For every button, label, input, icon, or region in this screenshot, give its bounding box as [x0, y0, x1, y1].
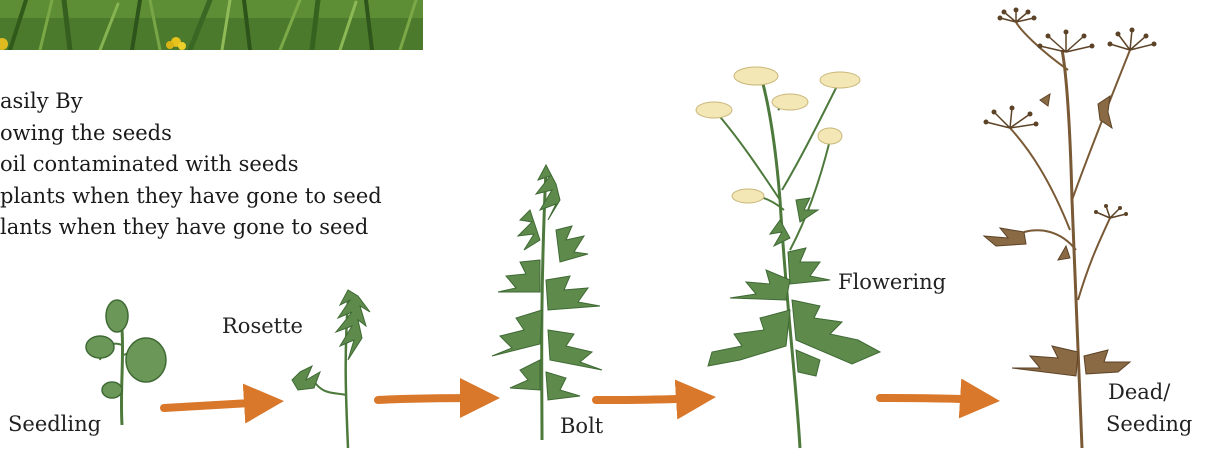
stage-label-bolt: Bolt [560, 414, 603, 438]
stage-label-seedling: Seedling [8, 412, 101, 436]
stage-label-flowering: Flowering [838, 270, 946, 294]
arrow-bolt-to-flowering [596, 398, 700, 400]
rosette-plant [292, 290, 370, 448]
arrow-rosette-to-bolt [378, 398, 484, 400]
arrow-seedling-to-rosette [164, 402, 268, 408]
seedling-plant [86, 300, 166, 425]
arrow-flowering-to-dead [880, 398, 984, 400]
stage-label-seeding: Seeding [1106, 412, 1192, 436]
bolt-plant [492, 165, 602, 440]
flowering-plant [696, 67, 880, 448]
stage-label-rosette: Rosette [222, 314, 303, 338]
stage-label-dead: Dead/ [1108, 380, 1170, 404]
